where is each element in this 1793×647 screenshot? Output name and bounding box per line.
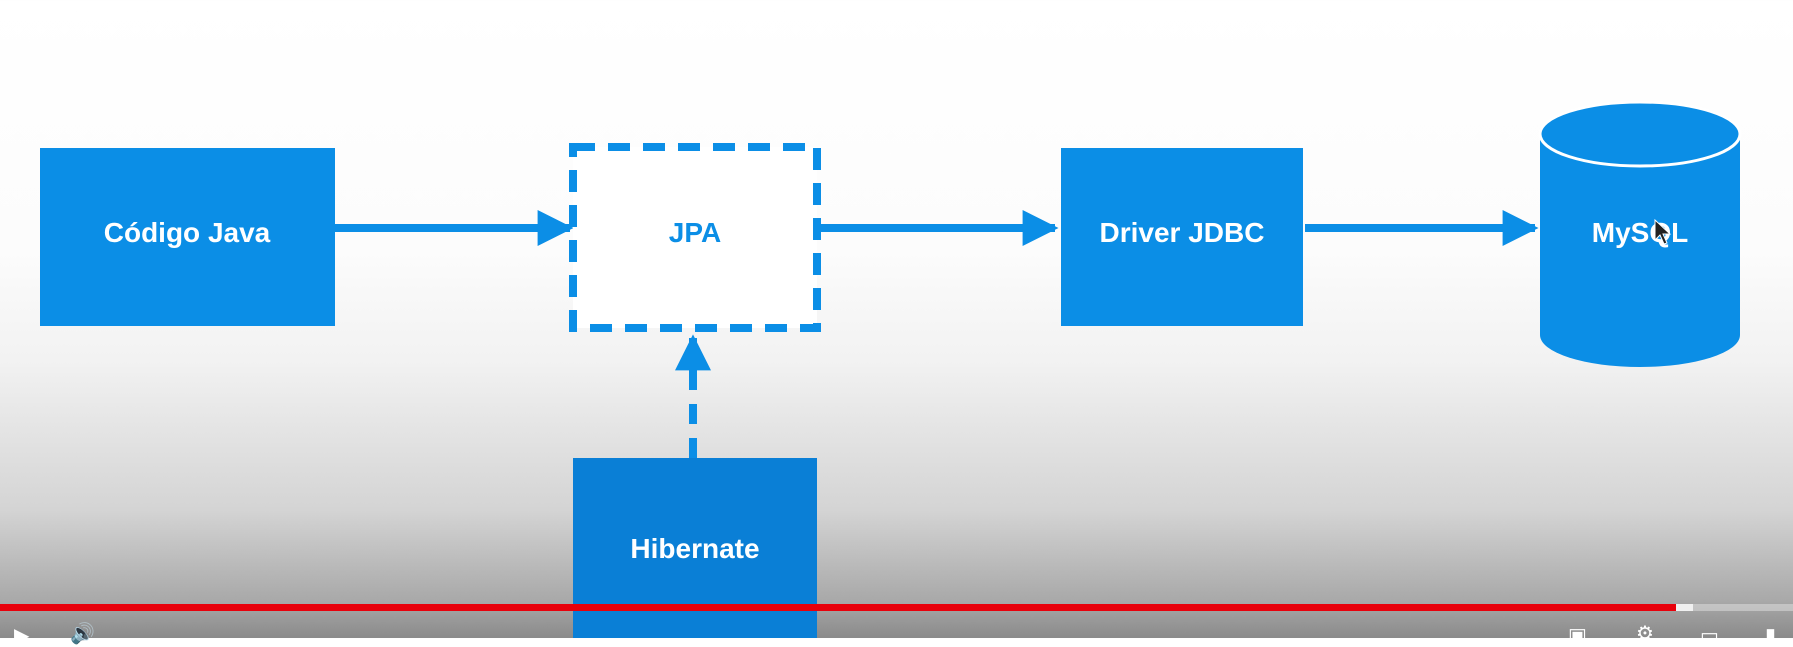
driver-jdbc-label: Driver JDBC (1100, 217, 1265, 248)
video-progress-bar[interactable] (0, 604, 1793, 611)
theater-icon[interactable]: ▮ (1765, 625, 1777, 647)
jpa-interface-box (569, 143, 821, 332)
miniplayer-icon[interactable]: ▭ (1700, 625, 1719, 647)
mysql-label: MySQL (1592, 217, 1688, 248)
hibernate-label: Hibernate (630, 533, 759, 564)
player-controls: ▶ 🔊 ▣ ⚙ ▭ ▮ (0, 600, 1793, 646)
progress-buffered (1676, 604, 1693, 611)
codigo-java-label: Código Java (104, 217, 271, 248)
play-icon[interactable]: ▶ (14, 625, 30, 647)
subtitles-icon[interactable]: ▣ (1568, 625, 1587, 647)
jpa-label: JPA (669, 217, 721, 248)
driver-jdbc-box (1061, 148, 1303, 326)
volume-icon[interactable]: 🔊 (70, 623, 95, 645)
progress-played (0, 604, 1677, 611)
settings-icon[interactable]: ⚙ (1636, 623, 1654, 645)
mysql-database-icon (1538, 100, 1742, 367)
mouse-cursor-icon (1654, 218, 1672, 245)
codigo-java-box (40, 148, 335, 326)
